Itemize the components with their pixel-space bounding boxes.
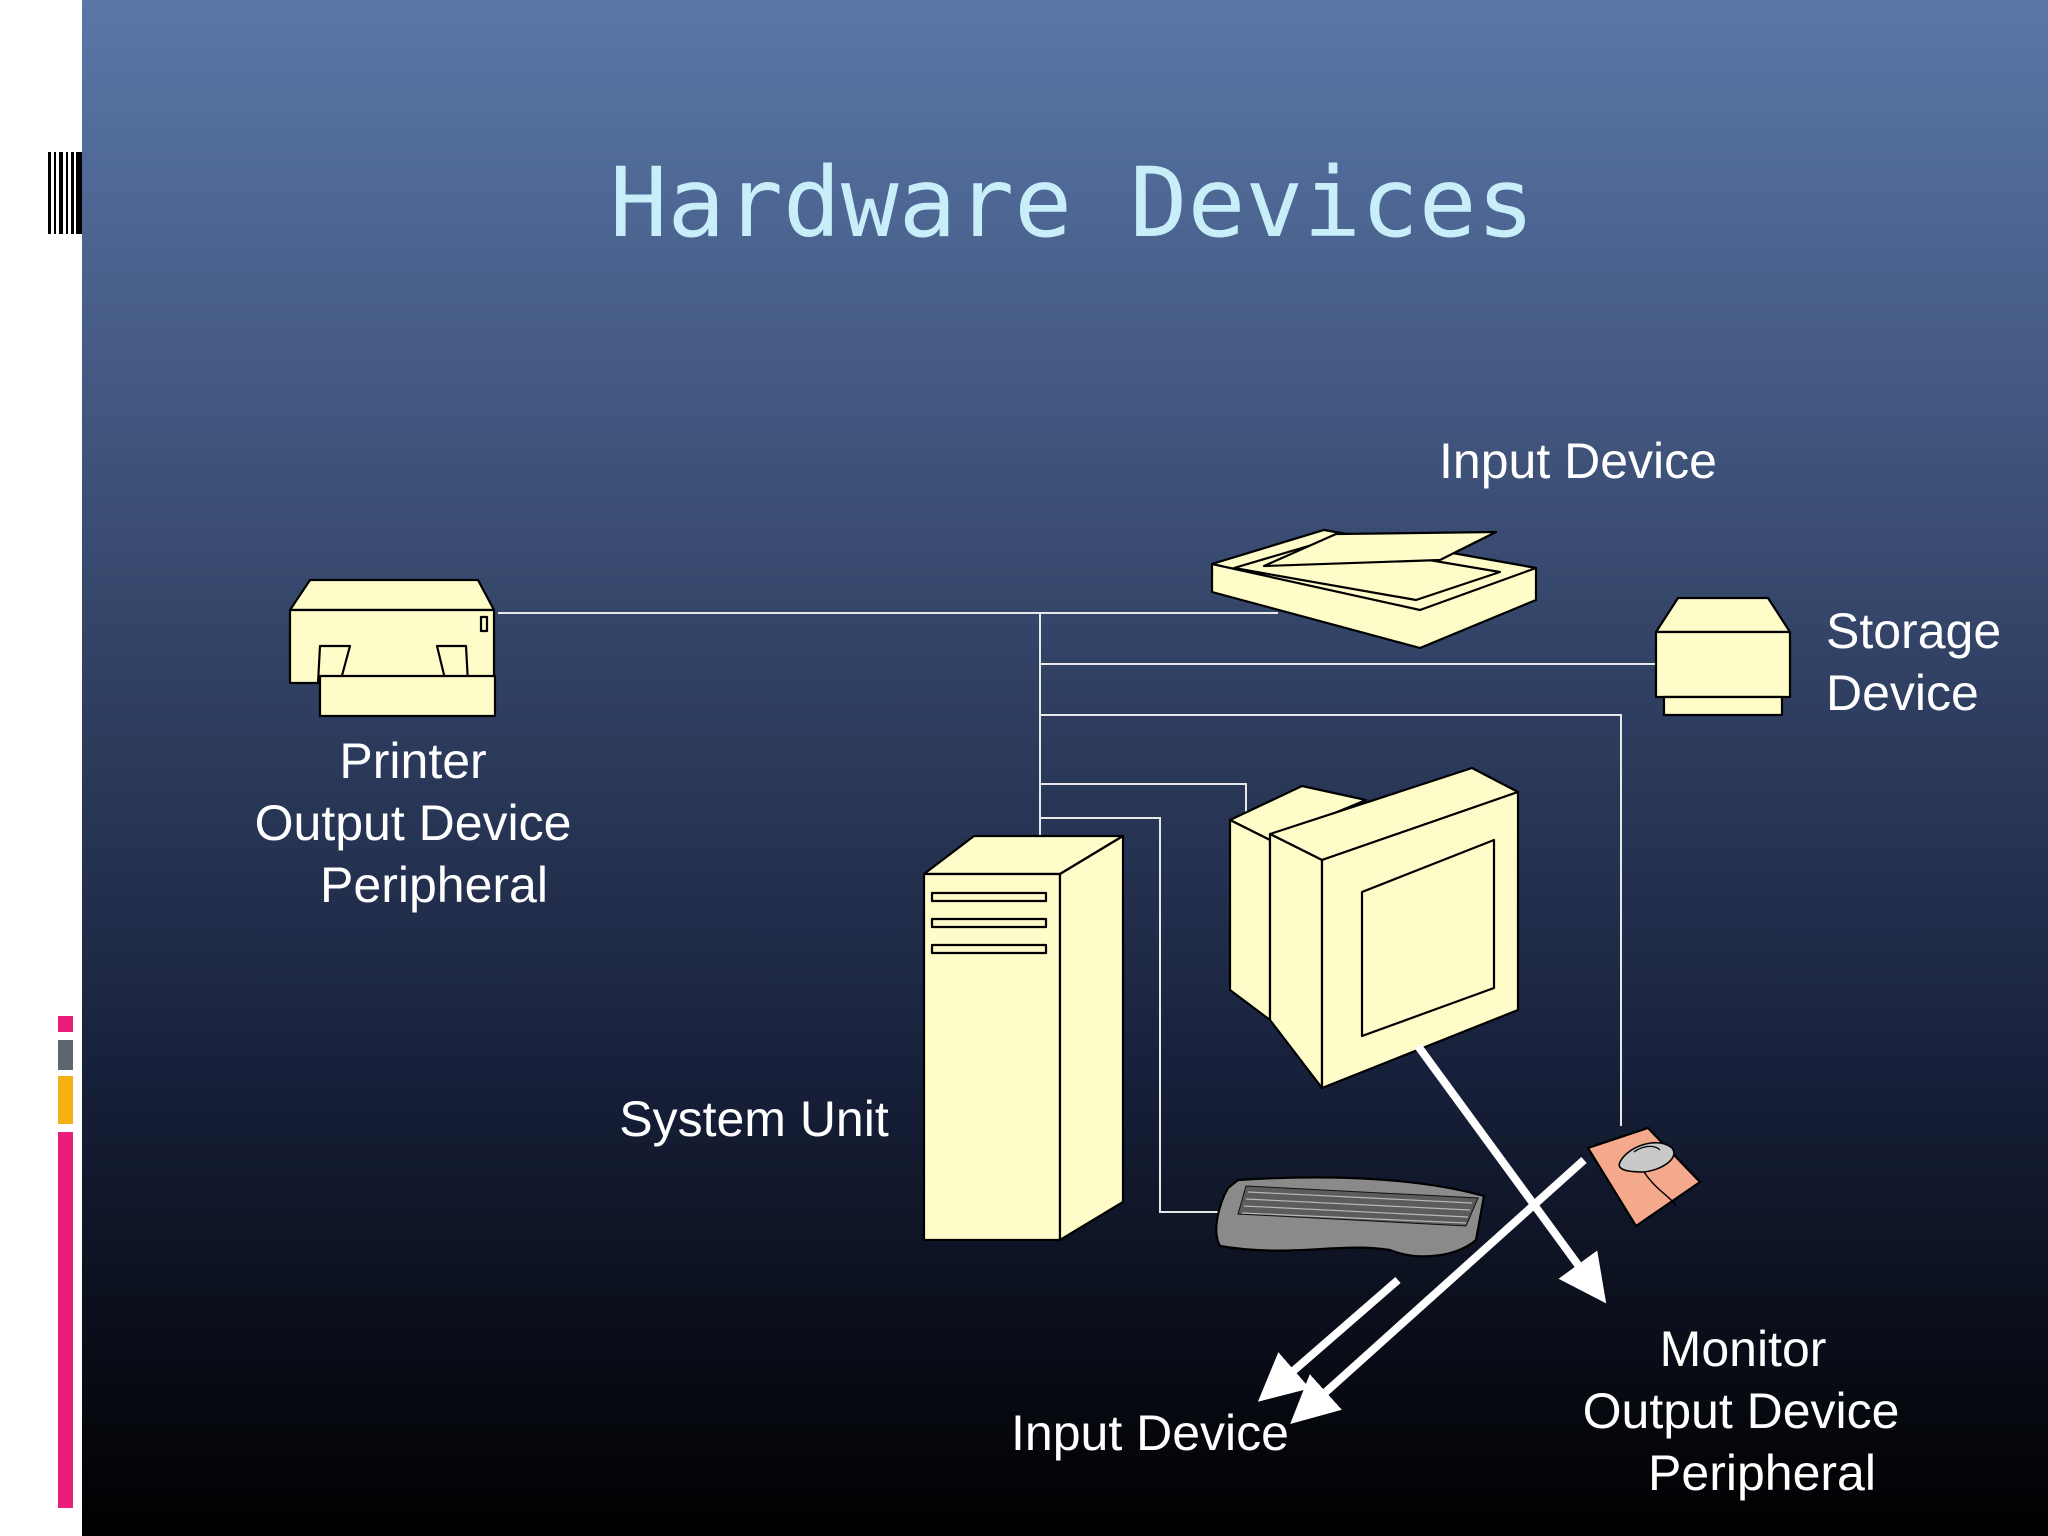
accent-bars (58, 1016, 73, 1508)
accent-yellow (58, 1076, 73, 1124)
keyboard-icon (1215, 1176, 1486, 1258)
accent-gray (58, 1040, 73, 1070)
arrow-to-monitor-label (1414, 1043, 1607, 1304)
arrow-mouse-to-input-label (1290, 1157, 1587, 1425)
system-unit-icon (922, 834, 1125, 1242)
slide-background (82, 0, 2048, 1536)
page-title: Hardware Devices (610, 147, 1535, 259)
accent-pink-long (58, 1132, 73, 1508)
printer-icon (288, 578, 497, 718)
arrows (1257, 1043, 1607, 1425)
monitor-icon (1228, 766, 1520, 1090)
barcode-decoration (48, 152, 82, 234)
system-unit-label: System Unit (619, 1091, 889, 1147)
storage-drive-icon (1654, 596, 1792, 717)
scanner-icon (1210, 528, 1538, 650)
printer-label: Printer Output Device Peripheral (255, 733, 586, 913)
mouse-icon (1586, 1126, 1702, 1228)
storage-label: Storage Device (1826, 603, 2015, 721)
scanner-label: Input Device (1439, 433, 1717, 489)
input-device-label: Input Device (1011, 1405, 1289, 1461)
accent-pink-small (58, 1016, 73, 1032)
arrow-keyboard-to-input-label (1257, 1276, 1401, 1402)
monitor-label: Monitor Output Device Peripheral (1583, 1321, 1914, 1501)
connection-lines (498, 612, 1656, 1213)
